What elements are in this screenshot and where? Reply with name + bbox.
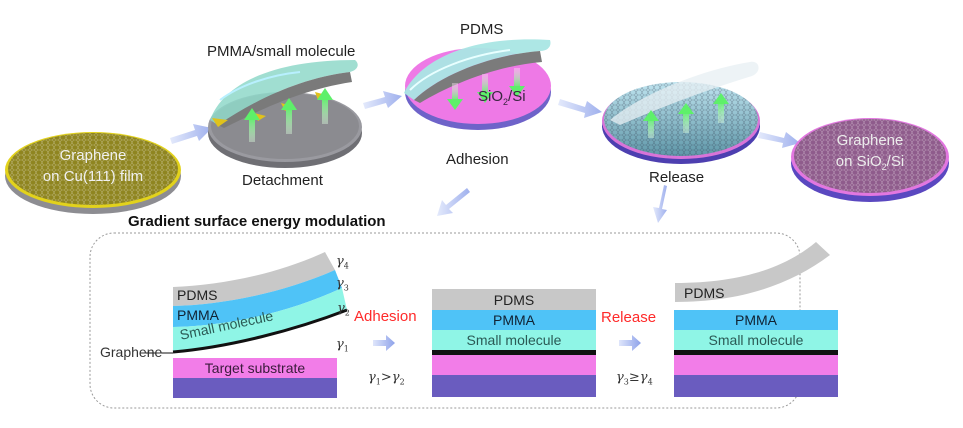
flow-arrow-4 [758, 132, 800, 148]
gamma-4: γ4 [336, 254, 349, 271]
panel3-pmma-label: PMMA [735, 312, 777, 328]
gamma-2: γ2 [337, 301, 350, 318]
detachment-disc [208, 60, 362, 168]
release-condition: γ3≥γ4 [616, 370, 653, 387]
cond-b: 2 [399, 377, 405, 387]
gamma-1: γ1 [336, 337, 349, 354]
panel1-base [173, 378, 337, 398]
gamma-sym: γ [336, 254, 344, 269]
cond-a: 3 [623, 377, 629, 387]
panel3-pdms-label: PDMS [684, 285, 725, 301]
gamma-sub: 3 [343, 283, 349, 293]
cond-b: 4 [647, 377, 653, 387]
gamma-sym: γ [336, 276, 344, 291]
pdms-label: PDMS [460, 21, 504, 38]
panel1-target-substrate [173, 358, 337, 378]
si-text: /Si [508, 88, 526, 105]
step5-line2: on SiO2/Si [815, 151, 925, 178]
panel2-pdms-label: PDMS [493, 292, 535, 308]
graphene-on-sio2-disc [791, 118, 949, 202]
panel3-stack [674, 242, 838, 397]
cond-a: 1 [375, 377, 381, 387]
step5-line1: Graphene [836, 132, 904, 149]
gamma-sym: γ [337, 301, 345, 316]
pmma-small-molecule-label: PMMA/small molecule [207, 43, 356, 60]
adhesion-disc [404, 39, 551, 130]
adhesion-transition-label: Adhesion [354, 308, 417, 325]
graphene-on-cu-disc [5, 132, 181, 214]
panel1-pmma-label: PMMA [177, 307, 219, 323]
detachment-label: Detachment [242, 172, 323, 189]
step5-label: Graphene on SiO2/Si [815, 130, 925, 178]
panel2-pmma-label: PMMA [493, 312, 535, 328]
adhesion-condition: γ1>γ2 [368, 370, 405, 387]
panel2-stack [432, 289, 596, 397]
panel1-pmma [173, 270, 342, 327]
panel1-stack [146, 252, 348, 398]
step5-sub: 2 [881, 162, 887, 172]
panel1-small-molecule [173, 288, 347, 352]
release-disc [602, 61, 760, 164]
down-arrow-release [653, 185, 667, 223]
cond-op: ≥ [628, 370, 640, 385]
cond-op: > [380, 370, 392, 385]
gamma-sym: γ [336, 337, 344, 352]
release-step-arrow [619, 335, 641, 351]
gamma-sub: 4 [343, 261, 349, 271]
sio2-text: SiO [478, 88, 504, 105]
adhesion-label: Adhesion [446, 151, 509, 168]
graphene-label: Graphene [100, 344, 163, 360]
step1-label: Graphene on Cu(111) film [33, 145, 153, 187]
adhesion-step-arrow [373, 335, 395, 351]
flow-arrow-2 [363, 91, 402, 109]
gamma-sub: 2 [344, 308, 350, 318]
panel1-pdms [173, 252, 335, 306]
release-transition-label: Release [601, 309, 657, 326]
flow-arrow-3 [558, 99, 602, 118]
flow-arrow-1 [170, 124, 212, 144]
step5-prefix: on SiO [835, 153, 882, 170]
gamma-sub: 1 [343, 344, 349, 354]
panel3-pdms [675, 242, 830, 302]
panel1-target-substrate-label: Target substrate [204, 360, 306, 376]
step1-line2: on Cu(111) film [42, 168, 144, 185]
step1-line1: Graphene [59, 147, 127, 164]
sio2-sub: 2 [503, 97, 509, 107]
release-label: Release [649, 169, 705, 186]
step5-suffix: /Si [886, 153, 905, 170]
gamma-3: γ3 [336, 276, 349, 293]
modulation-title: Gradient surface energy modulation [128, 213, 386, 230]
panel3-small-molecule-label: Small molecule [708, 332, 804, 348]
sio2-si-label: SiO2/Si [478, 88, 526, 107]
panel2-small-molecule-label: Small molecule [466, 332, 562, 348]
down-arrow-adhesion [437, 188, 470, 216]
panel1-pdms-label: PDMS [177, 287, 218, 303]
panel1-graphene [172, 308, 348, 354]
